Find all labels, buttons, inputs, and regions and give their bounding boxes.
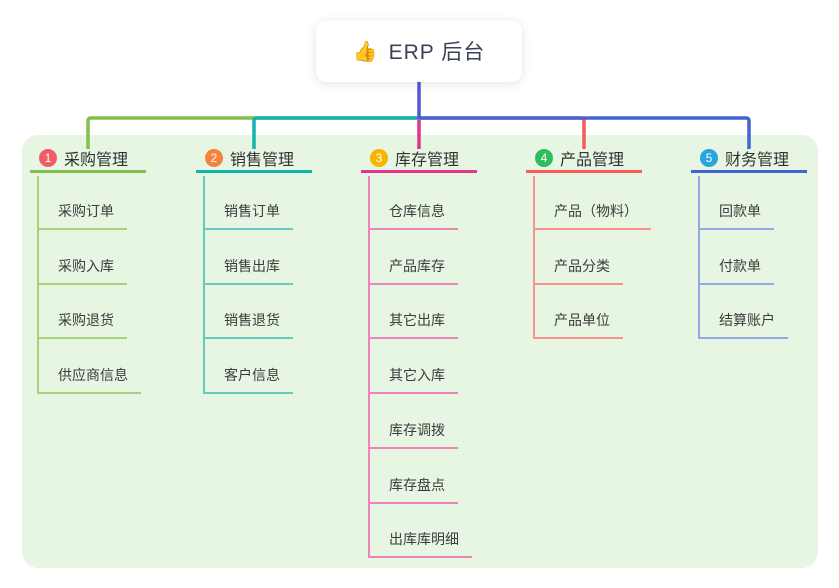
branch-spine-line bbox=[533, 176, 535, 337]
sub-node[interactable]: 产品分类 bbox=[533, 257, 623, 285]
sub-node[interactable]: 产品库存 bbox=[368, 257, 458, 285]
branch-node-2[interactable]: 2 销售管理 bbox=[196, 146, 312, 173]
branches-panel bbox=[22, 135, 818, 568]
sub-node[interactable]: 出库库明细 bbox=[368, 530, 472, 558]
branch-node-label: 销售管理 bbox=[230, 152, 295, 169]
sub-node[interactable]: 采购订单 bbox=[37, 202, 127, 230]
sub-node[interactable]: 销售订单 bbox=[203, 202, 293, 230]
sub-node[interactable]: 客户信息 bbox=[203, 366, 293, 394]
priority-badge: 3 bbox=[370, 149, 388, 167]
branch-node-label: 库存管理 bbox=[395, 152, 460, 169]
branch-node-5[interactable]: 5 财务管理 bbox=[691, 146, 807, 173]
sub-node[interactable]: 供应商信息 bbox=[37, 366, 141, 394]
priority-badge: 1 bbox=[39, 149, 57, 167]
sub-node[interactable]: 仓库信息 bbox=[368, 202, 458, 230]
root-node[interactable]: 👍 ERP 后台 bbox=[316, 20, 522, 82]
branch-node-label: 财务管理 bbox=[725, 152, 790, 169]
sub-node[interactable]: 结算账户 bbox=[698, 311, 788, 339]
branch-node-4[interactable]: 4 产品管理 bbox=[526, 146, 642, 173]
branch-spine-line bbox=[698, 176, 700, 337]
branch-node-1[interactable]: 1 采购管理 bbox=[30, 146, 146, 173]
sub-node[interactable]: 销售出库 bbox=[203, 257, 293, 285]
sub-node[interactable]: 采购退货 bbox=[37, 311, 127, 339]
sub-node[interactable]: 采购入库 bbox=[37, 257, 127, 285]
sub-node[interactable]: 产品（物料） bbox=[533, 202, 651, 230]
sub-node[interactable]: 付款单 bbox=[698, 257, 774, 285]
priority-badge: 5 bbox=[700, 149, 718, 167]
sub-node[interactable]: 库存盘点 bbox=[368, 476, 458, 504]
thumbs-up-icon: 👍 bbox=[352, 40, 379, 63]
priority-badge: 4 bbox=[535, 149, 553, 167]
sub-node[interactable]: 库存调拨 bbox=[368, 421, 458, 449]
sub-node[interactable]: 回款单 bbox=[698, 202, 774, 230]
sub-node[interactable]: 销售退货 bbox=[203, 311, 293, 339]
root-node-label: ERP 后台 bbox=[388, 41, 486, 64]
branch-spine-line bbox=[368, 176, 370, 556]
sub-node[interactable]: 产品单位 bbox=[533, 311, 623, 339]
sub-node[interactable]: 其它出库 bbox=[368, 311, 458, 339]
branch-node-label: 采购管理 bbox=[64, 152, 129, 169]
priority-badge: 2 bbox=[205, 149, 223, 167]
branch-node-label: 产品管理 bbox=[560, 152, 625, 169]
branch-node-3[interactable]: 3 库存管理 bbox=[361, 146, 477, 173]
sub-node[interactable]: 其它入库 bbox=[368, 366, 458, 394]
